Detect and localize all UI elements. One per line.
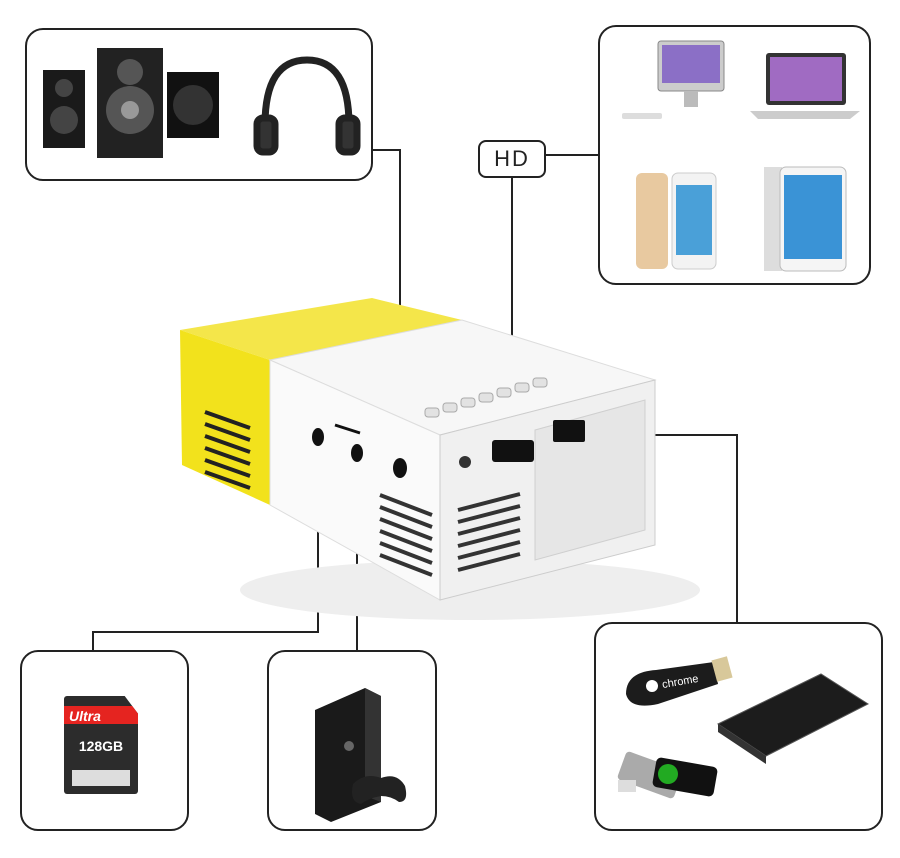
chromecast-icon bbox=[626, 656, 733, 706]
speakers-headphones-image bbox=[43, 48, 361, 158]
sd-connector-line bbox=[92, 440, 319, 650]
tablet-icon bbox=[764, 166, 847, 272]
av-port bbox=[351, 444, 363, 462]
hd-port-label: HD bbox=[478, 140, 546, 178]
desktop-computer-icon bbox=[622, 40, 725, 119]
hard-drive-icon bbox=[716, 673, 870, 764]
control-buttons bbox=[424, 377, 548, 418]
xbox-console-image bbox=[315, 688, 407, 822]
computers-phones-image bbox=[622, 40, 860, 272]
audio-port bbox=[393, 458, 407, 478]
sd-card-brand: Ultra bbox=[64, 706, 138, 724]
usb-devices-image bbox=[617, 656, 870, 799]
usb-devices-panel: chrome bbox=[594, 622, 883, 831]
usb-flash-drive-icon bbox=[617, 751, 718, 799]
game-console-panel bbox=[267, 650, 437, 831]
sd-card-icon: Ultra 128GB bbox=[64, 696, 138, 794]
sd-card-panel: Ultra 128GB bbox=[20, 650, 189, 831]
audio-devices-panel bbox=[25, 28, 373, 181]
speaker-icon bbox=[43, 48, 219, 158]
laptop-icon bbox=[750, 53, 860, 119]
hdmi-sources-panel bbox=[598, 25, 871, 285]
hdmi-port bbox=[492, 440, 534, 462]
headphones-icon bbox=[253, 56, 361, 156]
smartphone-icon bbox=[636, 172, 717, 270]
usb-port bbox=[553, 420, 585, 442]
sd-slot-port bbox=[312, 428, 324, 446]
sd-card-capacity: 128GB bbox=[78, 738, 124, 754]
front-vent bbox=[379, 492, 521, 577]
game-controller-icon bbox=[352, 776, 407, 804]
side-vent bbox=[204, 410, 251, 490]
